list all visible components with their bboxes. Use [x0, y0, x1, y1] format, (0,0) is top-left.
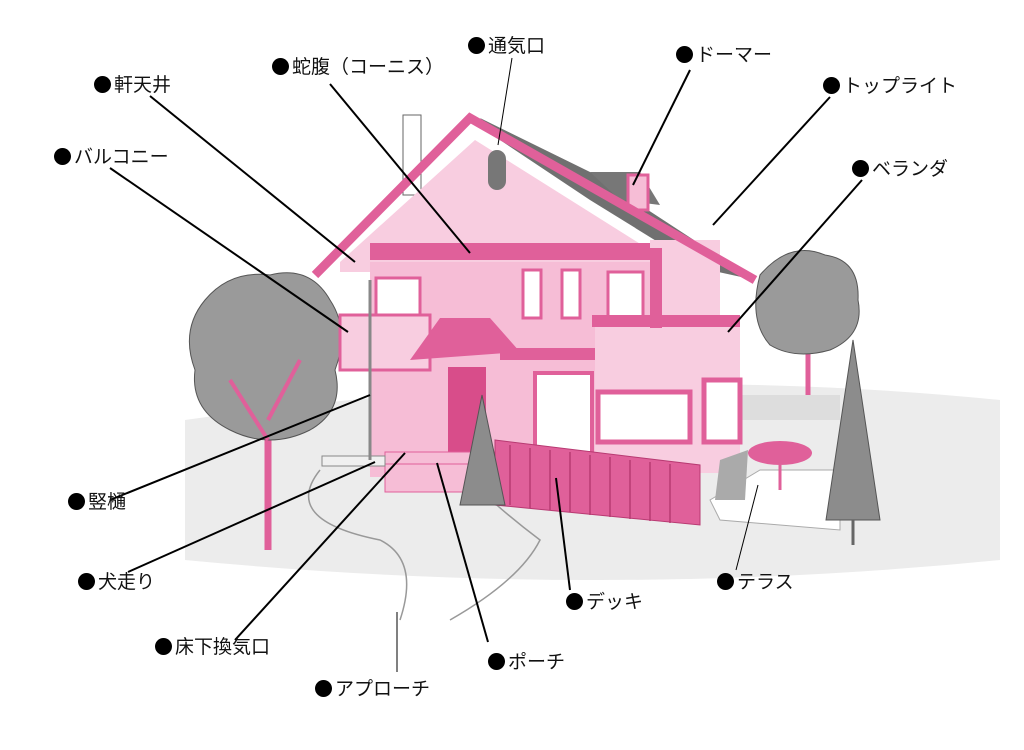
label-cornice: 蛇腹（コーニス）: [272, 58, 444, 77]
leader-cornice: [329, 83, 471, 254]
leader-balcony: [109, 167, 349, 333]
label-approach: アプローチ: [315, 680, 430, 699]
label-veranda: ベランダ: [852, 160, 948, 179]
label-downspout: 竪樋: [68, 493, 126, 512]
label-deck: デッキ: [566, 593, 643, 612]
label-balcony: バルコニー: [54, 148, 169, 167]
leader-deck: [555, 477, 571, 591]
leader-downspout: [109, 394, 371, 501]
leader-terrace: [735, 484, 759, 571]
leader-veranda: [727, 179, 863, 333]
tree-left: [188, 272, 342, 550]
leader-soffit: [149, 95, 356, 263]
label-terrace: テラス: [717, 573, 794, 592]
leader-lines: [109, 57, 863, 672]
leader-porch: [436, 462, 489, 643]
label-porch: ポーチ: [488, 653, 565, 672]
label-skylight: トップライト: [823, 77, 957, 96]
label-apron: 犬走り: [78, 573, 155, 592]
leader-apron: [127, 461, 376, 573]
label-vent: 通気口: [468, 37, 545, 56]
leader-vent: [497, 57, 513, 146]
leader-dormer: [632, 69, 691, 186]
label-soffit: 軒天井: [94, 76, 171, 95]
label-dormer: ドーマー: [676, 46, 772, 65]
terrace-table: [740, 395, 840, 490]
leader-underfloor-vent: [234, 452, 406, 641]
house: [311, 112, 758, 526]
label-underfloor-vent: 床下換気口: [155, 638, 270, 657]
leader-skylight: [712, 96, 831, 226]
